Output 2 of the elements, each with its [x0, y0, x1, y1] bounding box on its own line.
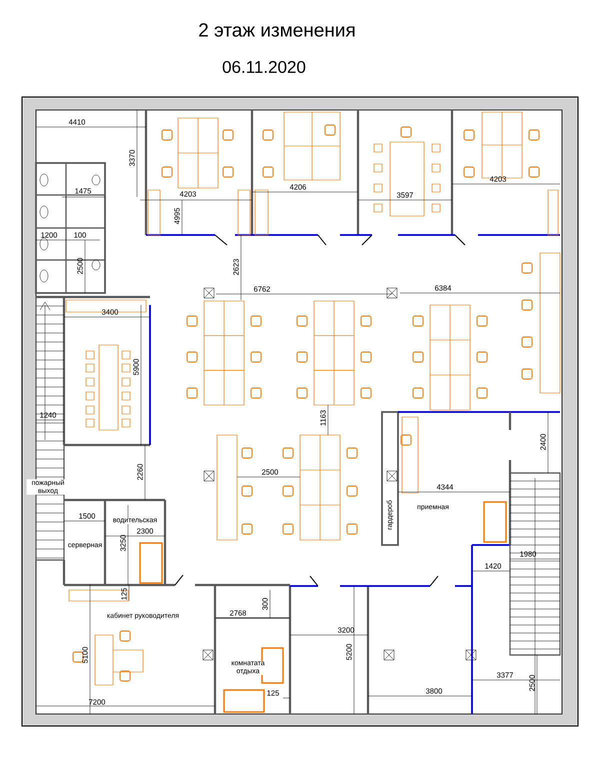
title: 2 этаж изменения — [199, 23, 354, 37]
date-label: 06.11.2020 — [222, 60, 306, 74]
